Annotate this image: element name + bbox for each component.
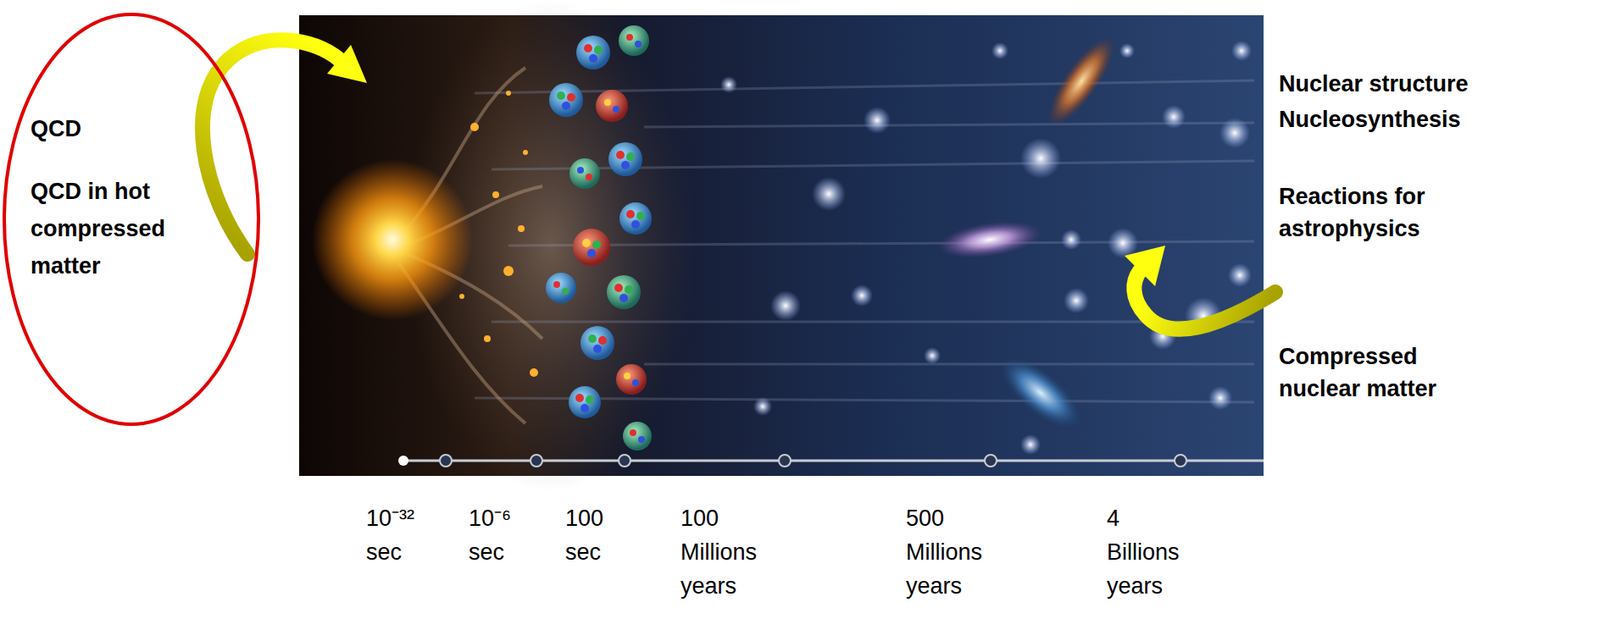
topic-label: Reactions for astrophysics: [1278, 180, 1474, 245]
time-label: 4 Billions years: [1106, 501, 1180, 604]
time-label: 100 sec: [565, 501, 604, 570]
body-text: QCD in hot compressed matter: [30, 172, 175, 285]
time-label: 10⁻⁶ sec: [468, 501, 512, 570]
yellow-arrow: [202, 39, 367, 255]
heading-text: QCD: [30, 110, 175, 148]
time-label: 500 Millions years: [905, 501, 983, 604]
topic-label: Nucleosynthesis: [1278, 103, 1462, 136]
time-label: 100 Millions years: [680, 501, 757, 604]
topic-label: Compressed nuclear matter: [1278, 340, 1462, 406]
ellipse-region: QCD QCD in hot compressed matter: [1, 11, 262, 428]
topic-label: Nuclear structure: [1278, 67, 1469, 100]
yellow-arrow: [1124, 245, 1276, 330]
time-label: 10⁻³² sec: [366, 501, 415, 570]
